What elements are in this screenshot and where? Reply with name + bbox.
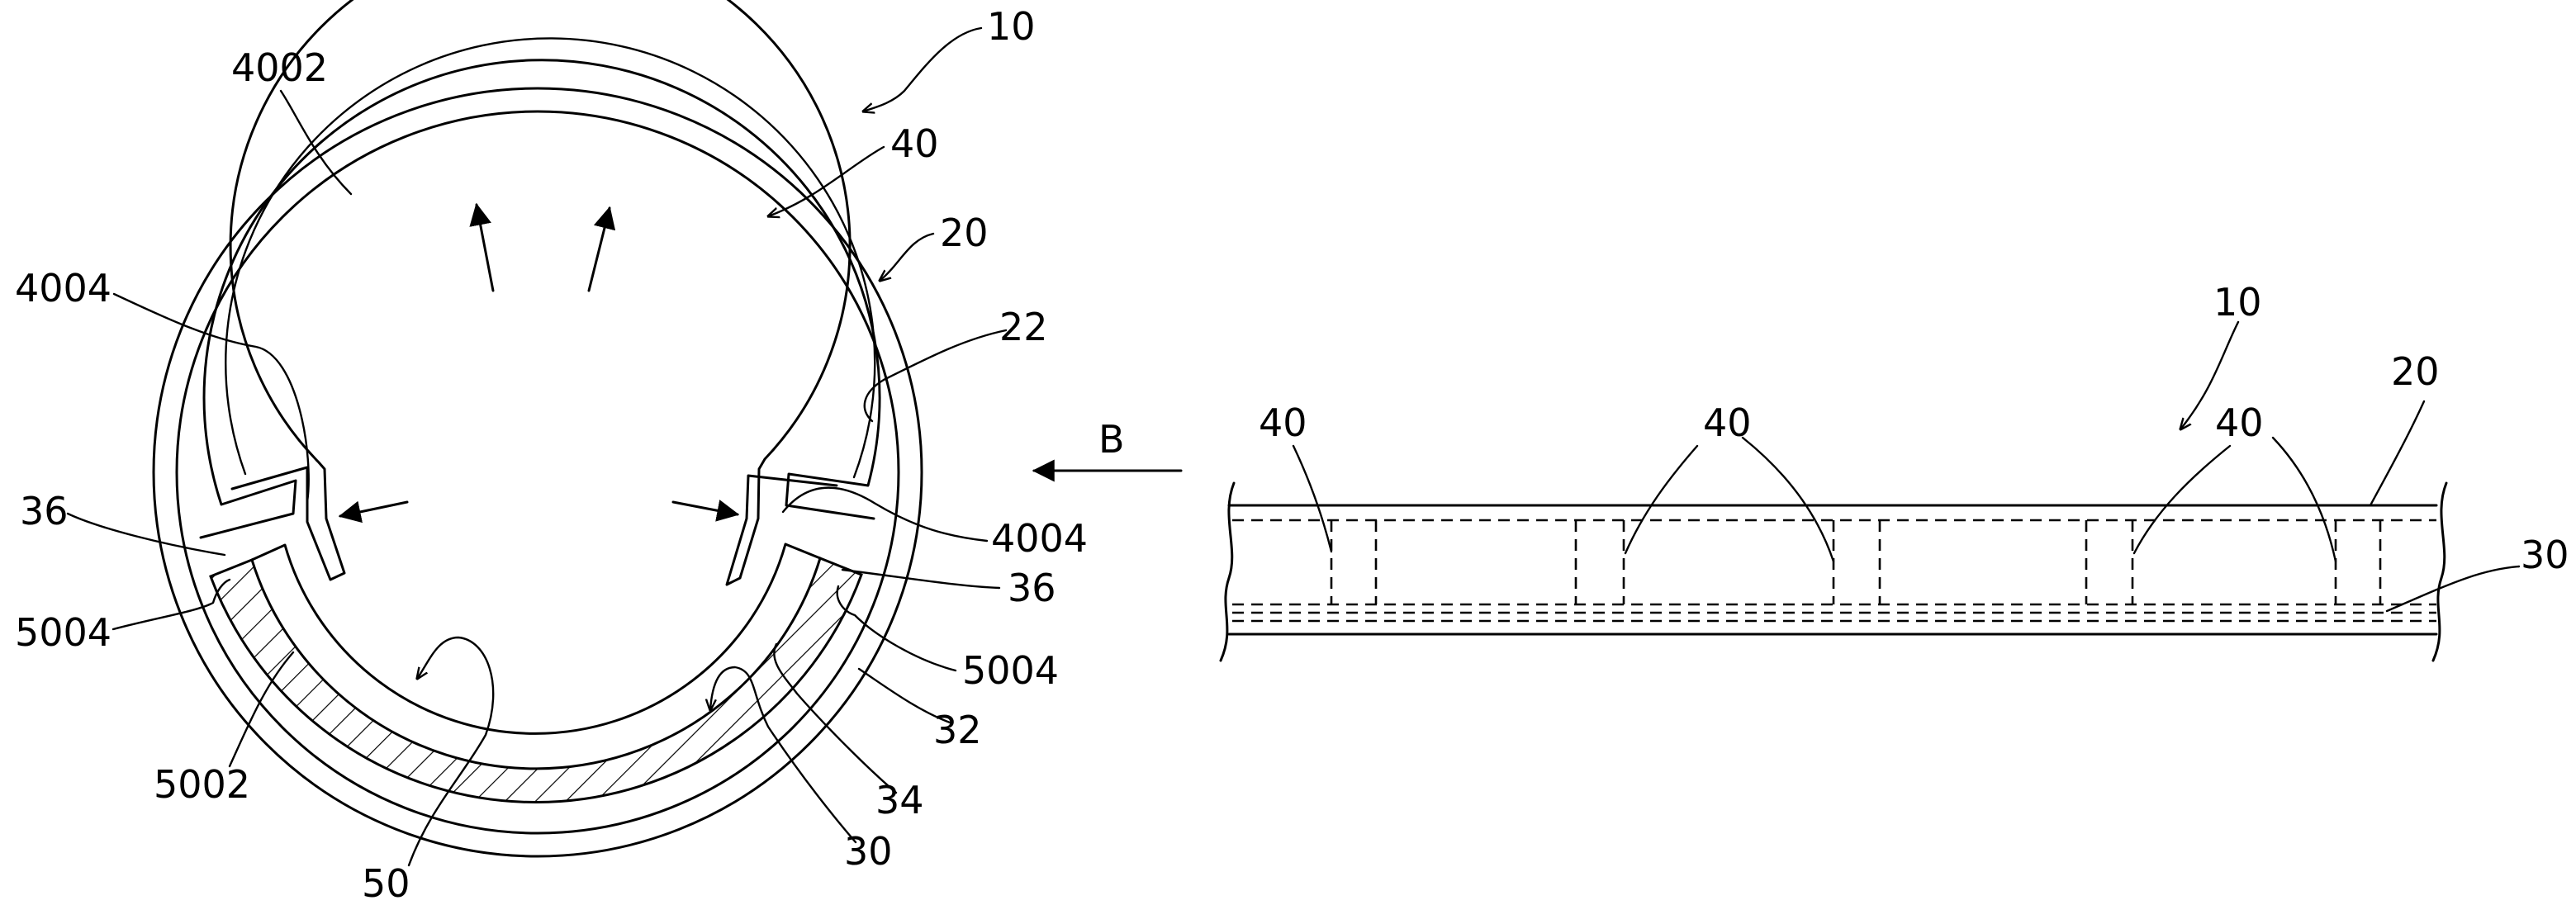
label-30: 30 bbox=[844, 829, 893, 874]
label-20: 20 bbox=[940, 211, 989, 255]
side-leader-40-1 bbox=[1293, 446, 1331, 552]
leader-4004-right bbox=[783, 488, 987, 541]
label-10: 10 bbox=[987, 4, 1036, 49]
label-34: 34 bbox=[875, 778, 924, 822]
side-label-40-2: 40 bbox=[1703, 400, 1752, 445]
label-50: 50 bbox=[362, 861, 410, 906]
leader-36-left bbox=[68, 514, 225, 555]
side-view: 40 40 40 10 20 30 bbox=[1221, 280, 2569, 661]
support-member-hatched bbox=[211, 558, 861, 803]
outer-tube-inner-wall bbox=[177, 111, 899, 833]
label-4004-left: 4004 bbox=[15, 266, 111, 310]
leader-10 bbox=[863, 28, 981, 111]
label-22: 22 bbox=[999, 305, 1048, 349]
view-arrow-label: B bbox=[1098, 417, 1125, 462]
flow-arrow-2 bbox=[589, 208, 610, 291]
label-40: 40 bbox=[890, 121, 939, 166]
cross-section-view: 10 4002 40 20 22 4004 36 5004 5002 50 40… bbox=[15, 0, 1088, 906]
partition-middle-edge bbox=[225, 38, 875, 477]
label-4004-right: 4004 bbox=[991, 516, 1088, 561]
side-label-40-1: 40 bbox=[1259, 400, 1307, 445]
label-32: 32 bbox=[933, 708, 982, 752]
side-label-10: 10 bbox=[2213, 280, 2262, 325]
flow-arrow-3 bbox=[340, 502, 407, 516]
side-leader-40-2b bbox=[1743, 438, 1834, 562]
side-leader-30 bbox=[2387, 566, 2519, 611]
outer-tube-outer-wall bbox=[154, 88, 922, 856]
side-label-30: 30 bbox=[2521, 533, 2569, 577]
leader-40 bbox=[768, 147, 884, 216]
side-label-40-3: 40 bbox=[2215, 400, 2264, 445]
side-leader-40-3b bbox=[2273, 438, 2336, 562]
leader-5004-right bbox=[837, 586, 956, 670]
flow-arrow-1 bbox=[477, 205, 493, 291]
side-leader-40-2a bbox=[1625, 446, 1697, 553]
view-arrow-b: B bbox=[1034, 417, 1181, 471]
leader-20 bbox=[880, 234, 933, 281]
label-36-right: 36 bbox=[1008, 566, 1056, 610]
side-leader-20 bbox=[2370, 401, 2424, 505]
label-36-left: 36 bbox=[20, 489, 69, 533]
label-5002: 5002 bbox=[154, 762, 250, 807]
leader-36-right bbox=[842, 570, 999, 588]
side-label-20: 20 bbox=[2391, 349, 2440, 394]
label-5004-left: 5004 bbox=[15, 610, 111, 655]
label-4002: 4002 bbox=[231, 45, 328, 90]
flow-arrow-4 bbox=[673, 502, 738, 514]
side-leader-40-3a bbox=[2134, 446, 2230, 553]
label-5004-right: 5004 bbox=[962, 648, 1059, 693]
